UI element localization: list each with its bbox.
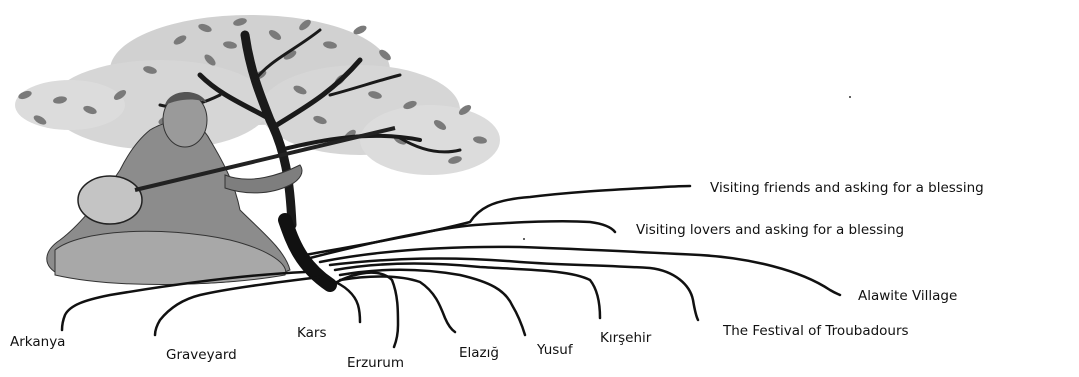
label-alawite: Alawite Village (858, 288, 957, 304)
saz-body (78, 176, 142, 224)
label-friends: Visiting friends and asking for a blessi… (710, 180, 984, 196)
label-erzurum: Erzurum (347, 355, 404, 371)
label-festival: The Festival of Troubadours (722, 323, 909, 339)
label-graveyard: Graveyard (166, 347, 237, 363)
label-lovers: Visiting lovers and asking for a blessin… (636, 222, 904, 238)
speck (849, 96, 851, 98)
speck (523, 238, 525, 240)
root-yusuf (340, 270, 525, 335)
label-elazig: Elazığ (459, 345, 499, 361)
label-arkanya: Arkanya (10, 334, 65, 350)
label-kars: Kars (297, 325, 326, 341)
label-yusuf: Yusuf (536, 342, 574, 358)
root-graveyard (155, 277, 320, 335)
root-erzurum (335, 273, 398, 347)
root-lovers (310, 221, 615, 258)
label-kirsehir: Kırşehir (600, 330, 652, 346)
